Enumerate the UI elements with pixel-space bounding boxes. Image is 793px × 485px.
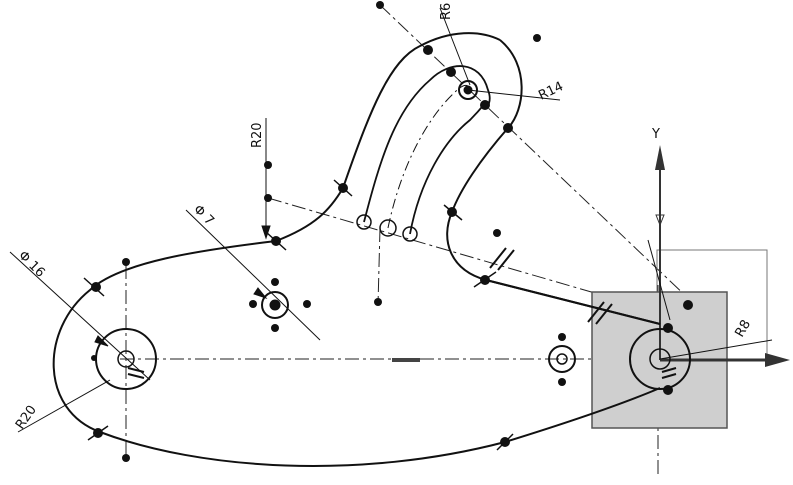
- point[interactable]: [663, 323, 673, 333]
- r8-leader: [659, 339, 773, 360]
- right-hole-outer[interactable]: [548, 345, 576, 373]
- equal-icon[interactable]: [661, 367, 677, 373]
- dimension-r6[interactable]: R6: [439, 3, 454, 20]
- point[interactable]: [271, 324, 279, 332]
- dimension-r20-left[interactable]: R20: [13, 403, 40, 433]
- equal-icon[interactable]: [127, 373, 145, 379]
- small-hole-phi7-inner[interactable]: [269, 299, 281, 311]
- point[interactable]: [249, 300, 257, 308]
- point[interactable]: [558, 333, 566, 341]
- point[interactable]: [91, 282, 101, 292]
- right-hole-inner[interactable]: [556, 353, 568, 365]
- holes[interactable]: [95, 80, 691, 390]
- phi7-arrowhead-icon: [253, 287, 268, 300]
- parallel-icon[interactable]: [595, 303, 613, 325]
- r8-guide-leader: [647, 239, 671, 321]
- upper-diagonal-centerline: [379, 4, 691, 301]
- equal-icon[interactable]: [127, 367, 145, 373]
- mid-diagonal-construction: [267, 197, 661, 313]
- parallel-icon[interactable]: [587, 301, 605, 323]
- point[interactable]: [480, 100, 490, 110]
- point[interactable]: [264, 161, 272, 169]
- slot-vertical-line: [377, 227, 381, 306]
- point[interactable]: [374, 298, 382, 306]
- point[interactable]: [558, 378, 566, 386]
- point[interactable]: [91, 355, 97, 361]
- r20-top-arrowhead-icon: [261, 225, 271, 240]
- lower-edge-to-origin[interactable]: [485, 279, 661, 325]
- origin-hole-r8[interactable]: [629, 328, 691, 390]
- x-axis-arrowhead-icon: [765, 353, 790, 367]
- constraint-symbols[interactable]: [127, 247, 677, 379]
- upper-arm-right-edge[interactable]: [446, 39, 661, 325]
- point[interactable]: [663, 385, 673, 395]
- phi16-leader: [9, 251, 151, 381]
- phi16-arrowhead-icon: [94, 335, 109, 347]
- dimension-r8[interactable]: R8: [732, 318, 754, 340]
- y-axis-small-arrow-icon: [655, 214, 665, 227]
- r14-leader: [467, 89, 561, 101]
- point[interactable]: [533, 34, 541, 42]
- parallel-icon[interactable]: [497, 249, 515, 271]
- point[interactable]: [271, 278, 279, 286]
- centerlines: [120, 4, 691, 478]
- y-axis-label: Y: [651, 127, 660, 142]
- parallel-icon[interactable]: [489, 247, 507, 269]
- main-profile[interactable]: [52, 32, 661, 467]
- dimension-r14[interactable]: R14: [536, 79, 566, 103]
- point[interactable]: [122, 258, 130, 266]
- point[interactable]: [122, 454, 130, 462]
- point[interactable]: [423, 45, 433, 55]
- slot-right-end-marker[interactable]: [402, 226, 418, 242]
- dimension-leaders: [9, 7, 773, 433]
- point[interactable]: [376, 1, 384, 9]
- slot-mid-end-marker[interactable]: [379, 219, 397, 237]
- point[interactable]: [446, 67, 456, 77]
- y-axis-arrowhead-icon: [655, 145, 665, 170]
- dimension-phi16[interactable]: Φ 16: [15, 248, 47, 280]
- r20-left-leader: [17, 379, 111, 433]
- tangent-marks: [83, 179, 514, 451]
- origin-hole-inner[interactable]: [649, 348, 671, 370]
- dimension-phi7[interactable]: Φ 7: [190, 202, 217, 229]
- dimension-r20-top[interactable]: R20: [250, 122, 265, 148]
- point[interactable]: [503, 123, 513, 133]
- point[interactable]: [683, 300, 693, 310]
- r6-leader: [439, 7, 471, 86]
- equal-icon[interactable]: [661, 373, 677, 379]
- small-hole-phi7-outer[interactable]: [261, 291, 289, 319]
- upper-arm-left-edge[interactable]: [275, 32, 501, 242]
- phi7-leader: [185, 209, 321, 341]
- point[interactable]: [493, 229, 501, 237]
- slot-left-end-marker[interactable]: [356, 214, 372, 230]
- slot-centerline: [387, 84, 469, 229]
- slot-outer-edge[interactable]: [363, 65, 491, 223]
- left-hole-inner[interactable]: [117, 350, 135, 368]
- point[interactable]: [303, 300, 311, 308]
- point[interactable]: [264, 194, 272, 202]
- outer-profile-top-left[interactable]: [52, 240, 661, 467]
- coordinate-system: Y X: [591, 127, 790, 429]
